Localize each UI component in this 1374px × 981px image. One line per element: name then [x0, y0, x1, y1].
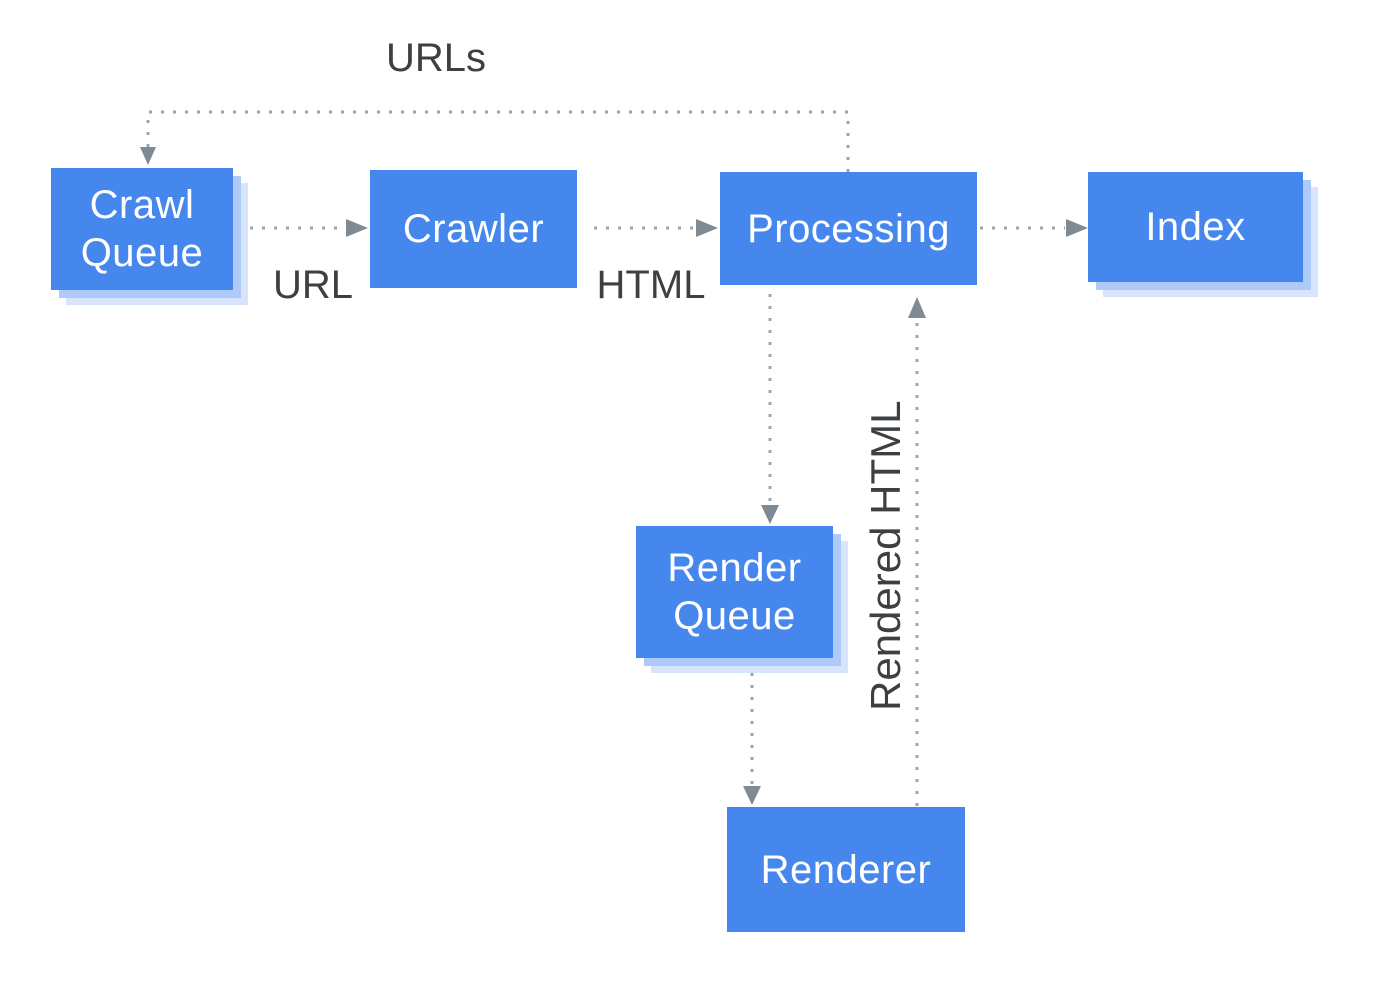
arrowhead-down-icon — [140, 147, 156, 165]
connector-crawler-to-processing — [594, 219, 718, 237]
arrowhead-right-icon — [1066, 219, 1088, 237]
node-render-queue-label: Render Queue — [667, 546, 802, 638]
connector-processing-to-index — [980, 219, 1088, 237]
connector-render-queue-to-renderer — [743, 673, 761, 805]
edge-label-urls: URLs — [385, 36, 487, 80]
connector-crawl-queue-to-crawler — [250, 219, 368, 237]
node-crawler-label: Crawler — [402, 207, 545, 251]
edge-label-url: URL — [272, 263, 354, 307]
connector-renderer-to-processing — [908, 297, 926, 806]
connector-processing-to-render-queue — [761, 294, 779, 524]
arrowhead-right-icon — [696, 219, 718, 237]
node-index-label: Index — [1145, 205, 1246, 249]
node-crawl-queue-label: Crawl Queue — [80, 183, 204, 275]
node-crawler: Crawler — [370, 170, 577, 288]
node-renderer: Renderer — [727, 807, 965, 932]
node-render-queue: Render Queue — [636, 526, 833, 658]
node-renderer-label: Renderer — [760, 847, 932, 892]
node-processing-label: Processing — [747, 206, 950, 251]
node-index: Index — [1088, 172, 1303, 282]
arrowhead-down-icon — [761, 505, 779, 524]
edge-label-rendered-html: Rendered HTML — [862, 400, 909, 711]
edge-label-html: HTML — [596, 263, 706, 307]
arrowhead-down-icon — [743, 786, 761, 805]
connector-processing-to-crawl-queue-urls — [140, 110, 850, 172]
node-crawl-queue: Crawl Queue — [51, 168, 233, 290]
arrowhead-right-icon — [346, 219, 368, 237]
arrowhead-up-icon — [908, 297, 926, 318]
node-processing: Processing — [720, 172, 977, 285]
